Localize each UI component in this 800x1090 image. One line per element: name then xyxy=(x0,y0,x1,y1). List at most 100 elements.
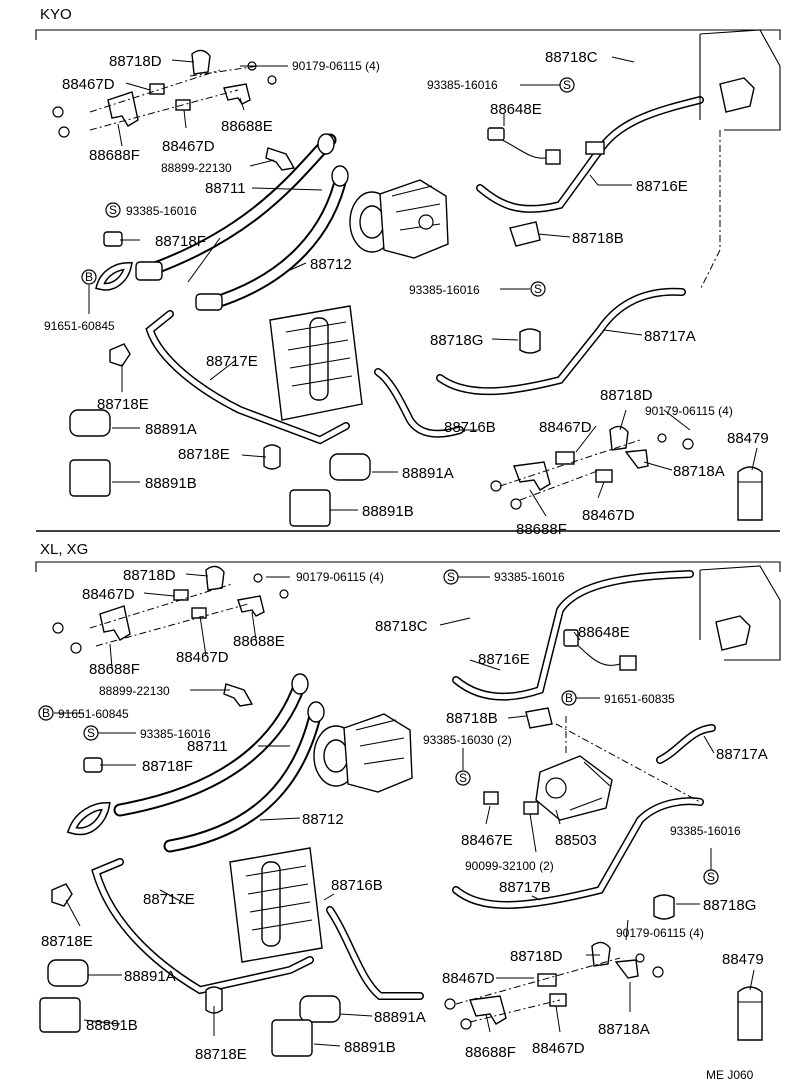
part-label: 88718A xyxy=(673,463,725,480)
part-label: 88899-22130 xyxy=(99,684,170,698)
part-label: 88718G xyxy=(430,332,483,349)
part-label: 88503 xyxy=(555,832,597,849)
nut-icon xyxy=(460,1018,472,1030)
part-label: 88688F xyxy=(465,1044,516,1061)
clamp-icon xyxy=(519,328,541,354)
sensor-icon xyxy=(537,973,557,987)
bracket-icon xyxy=(99,605,131,641)
part-label: 90179-06115 (4) xyxy=(645,404,733,418)
bracket-icon xyxy=(107,91,139,127)
leader-lines xyxy=(54,56,758,1047)
part-label: 88718B xyxy=(572,230,624,247)
bracket-icon xyxy=(469,995,507,1025)
symbol-s: S xyxy=(534,282,542,296)
nut-icon xyxy=(510,498,522,510)
symbol-s: S xyxy=(447,570,455,584)
part-label: 88718C xyxy=(545,49,598,66)
part-label: 91651-60835 xyxy=(604,692,675,706)
part-label: 88718E xyxy=(97,396,149,413)
part-label: 88711 xyxy=(187,738,228,755)
part-label: 88712 xyxy=(302,811,344,828)
part-label: 90179-06115 (4) xyxy=(296,570,384,584)
grommet-icon xyxy=(103,231,123,247)
part-label: 88717E xyxy=(143,891,195,908)
top-symbols: S S B S xyxy=(81,77,575,297)
insulator-pad-icon xyxy=(69,409,111,437)
part-label: 93385-16030 (2) xyxy=(423,733,512,747)
part-label: 88467D xyxy=(162,138,215,155)
part-label: 88891B xyxy=(344,1039,396,1056)
bolt-icon xyxy=(483,791,499,805)
nut-icon xyxy=(635,953,645,963)
part-label: 88891B xyxy=(145,475,197,492)
part-label: 90179-06115 (4) xyxy=(616,926,704,940)
insulator-pad-icon xyxy=(69,459,111,497)
part-label: 88648E xyxy=(578,624,630,641)
part-label: 88711 xyxy=(205,180,246,197)
insulator-pad-icon xyxy=(329,453,371,481)
bracket-icon xyxy=(614,959,639,979)
part-label: 88467E xyxy=(461,832,513,849)
top-drawings xyxy=(52,29,781,527)
part-label: 93385-16016 xyxy=(140,727,211,741)
bracket-icon xyxy=(624,449,649,469)
part-label: 91651-60845 xyxy=(44,319,115,333)
part-label: 88688F xyxy=(89,661,140,678)
compressor-icon xyxy=(349,179,449,259)
expansion-valve-icon xyxy=(191,49,211,75)
part-label: 88718E xyxy=(195,1046,247,1063)
part-label: 88717A xyxy=(644,328,696,345)
nut-icon xyxy=(267,75,277,85)
part-label: 88688E xyxy=(233,633,285,650)
clamp-icon xyxy=(509,221,541,247)
section-top-frame: KYO xyxy=(35,6,781,532)
clamp-icon xyxy=(263,444,281,470)
clamp-icon xyxy=(205,986,223,1014)
bracket-icon xyxy=(223,83,251,105)
sensor-icon xyxy=(595,469,613,483)
bracket-icon xyxy=(237,595,265,617)
insulator-pad-icon xyxy=(39,997,81,1033)
part-label: 88718B xyxy=(446,710,498,727)
clamp-icon xyxy=(265,147,296,171)
clamp-icon xyxy=(525,707,553,729)
part-label: 88891A xyxy=(374,1009,426,1026)
part-label: 88467D xyxy=(176,649,229,666)
section-bottom-frame: XL, XG xyxy=(35,541,781,572)
bottom-labels: 88718D 90179-06115 (4) 93385-16016 88467… xyxy=(41,567,768,1063)
section-title-kyo: KYO xyxy=(40,6,72,23)
clamp-icon xyxy=(223,683,254,707)
expansion-valve-icon xyxy=(609,425,629,451)
nut-icon xyxy=(652,966,664,978)
bottom-drawings xyxy=(39,565,781,1057)
symbol-s: S xyxy=(707,870,715,884)
condenser-icon xyxy=(229,847,323,963)
part-label: 88467D xyxy=(442,970,495,987)
symbol-b: B xyxy=(565,691,573,705)
nut-icon xyxy=(657,433,667,443)
symbol-s: S xyxy=(459,771,467,785)
part-label: 93385-16016 xyxy=(409,283,480,297)
part-label: 88688E xyxy=(221,118,273,135)
part-label: 88718G xyxy=(703,897,756,914)
symbol-b: B xyxy=(85,270,93,284)
part-label: 88899-22130 xyxy=(161,161,232,175)
nut-icon xyxy=(70,642,82,654)
part-label: 88467D xyxy=(582,507,635,524)
sensor-icon xyxy=(149,83,165,95)
part-label: 88648E xyxy=(490,101,542,118)
part-label: 88718D xyxy=(600,387,653,404)
part-label: 88716E xyxy=(636,178,688,195)
part-label: 88718D xyxy=(109,53,162,70)
part-label: 88467D xyxy=(532,1040,585,1057)
insulator-pad-icon xyxy=(47,959,89,987)
part-label: 88718F xyxy=(142,758,193,775)
clamp-icon xyxy=(653,894,675,920)
part-label: 88891A xyxy=(402,465,454,482)
bolt-icon xyxy=(523,801,539,815)
nut-icon xyxy=(52,106,64,118)
grommet-icon xyxy=(83,757,103,773)
part-label: 88718E xyxy=(178,446,230,463)
top-labels: 88718D 90179-06115 (4) 88718C 88467D 933… xyxy=(44,49,769,538)
part-label: 88717B xyxy=(499,879,551,896)
